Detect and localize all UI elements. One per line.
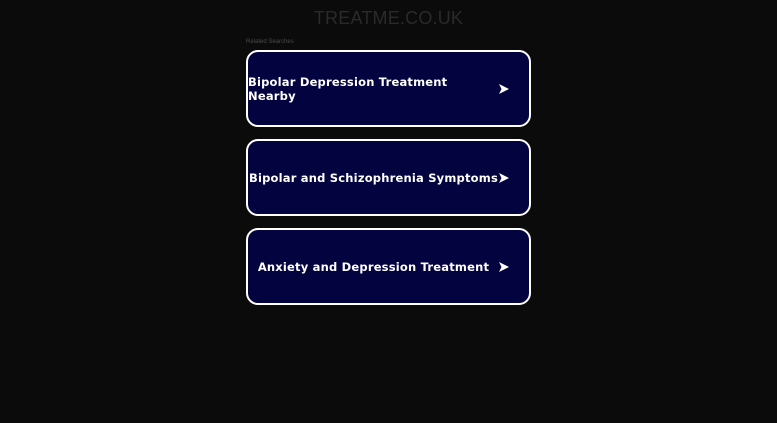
related-searches-label: Related Searches: [246, 39, 294, 45]
search-result-link[interactable]: Bipolar and Schizophrenia Symptoms: [246, 139, 531, 216]
search-result-label: Bipolar Depression Treatment Nearby: [248, 74, 448, 103]
arrow-right-icon: [499, 261, 509, 272]
arrow-right-icon: [499, 83, 509, 94]
site-title[interactable]: TREATME.CO.UK: [313, 8, 464, 28]
search-result-link[interactable]: Bipolar Depression Treatment Nearby: [246, 50, 531, 127]
related-searches-list: Bipolar Depression Treatment Nearby Bipo…: [246, 50, 531, 317]
arrow-right-icon: [499, 172, 509, 183]
search-result-label: Bipolar and Schizophrenia Symptoms: [248, 170, 499, 185]
search-result-link[interactable]: Anxiety and Depression Treatment: [246, 228, 531, 305]
search-result-label: Anxiety and Depression Treatment: [257, 259, 490, 274]
